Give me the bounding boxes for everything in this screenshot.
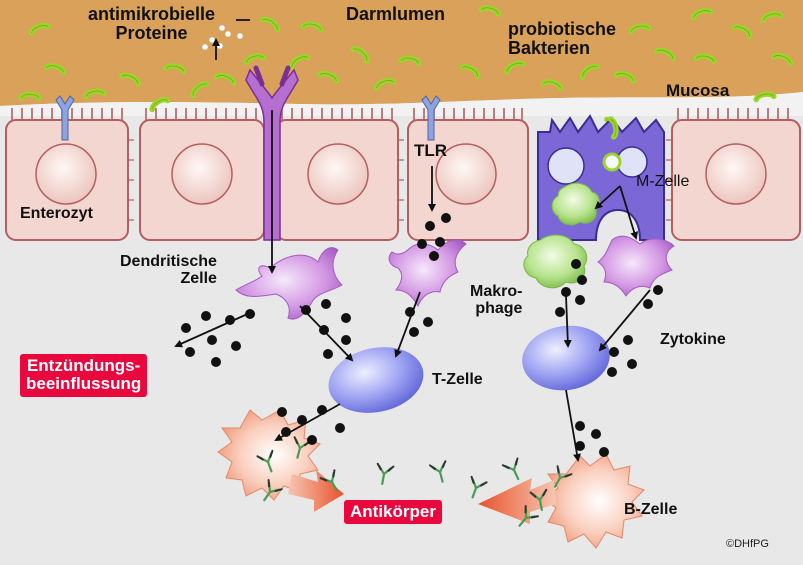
cytokine-dot-icon — [181, 213, 663, 457]
b-cell-label: B-Zelle — [624, 501, 678, 518]
antibody-badge: Antikörper — [344, 500, 442, 525]
arrow-icon — [288, 470, 344, 512]
gut-lumen-label: Darmlumen — [346, 4, 446, 24]
macrophage-2 — [523, 234, 588, 289]
dendritic-cell-2 — [388, 239, 467, 308]
t-cell-label: T-Zelle — [432, 371, 483, 388]
nuclei — [35, 143, 767, 205]
t-cell-2 — [522, 325, 610, 391]
enterocyte-label: Enterozyt — [20, 205, 93, 222]
mucosa-label: Mucosa — [666, 81, 730, 100]
microvilli — [11, 108, 789, 120]
mucus-layer — [0, 92, 803, 116]
t-cell-1 — [328, 347, 424, 413]
inflammation-badge: Entzündungs-beeinflussung — [20, 354, 148, 397]
m-cell-label: M-Zelle — [636, 173, 690, 190]
macrophage-1 — [551, 182, 600, 226]
gut-lumen — [0, 0, 803, 106]
tlr-label: TLR — [414, 141, 448, 160]
dendritic-cell-1 — [235, 247, 343, 320]
arrow-icon — [478, 478, 556, 524]
signal-arrows — [174, 38, 651, 462]
macrophage-label: Makro-phage — [470, 283, 523, 317]
copyright-label: ©DHfPG — [726, 538, 769, 550]
tlr-receptor-icon — [55, 95, 441, 141]
dendritic-cell-3 — [597, 235, 675, 297]
cytokine-label: Zytokine — [660, 331, 726, 348]
